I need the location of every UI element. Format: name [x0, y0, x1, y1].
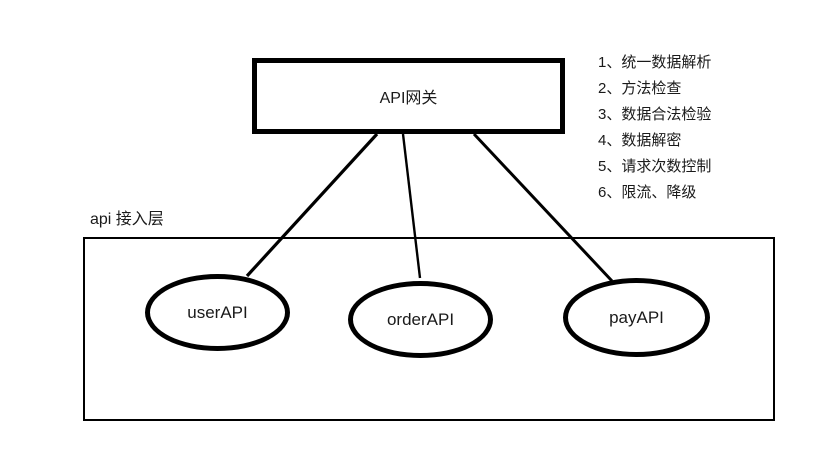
- node-payapi-label: payAPI: [609, 307, 664, 327]
- gateway-feature-list: 1、统一数据解析 2、方法检查 3、数据合法检验 4、数据解密 5、请求次数控制…: [598, 50, 711, 206]
- node-payapi: payAPI: [563, 278, 710, 357]
- feature-item-4: 4、数据解密: [598, 132, 682, 149]
- gateway-node: API网关: [252, 58, 565, 134]
- node-userapi-label: userAPI: [187, 302, 248, 322]
- feature-item-3: 3、数据合法检验: [598, 106, 712, 123]
- node-orderapi-label: orderAPI: [386, 309, 455, 329]
- node-userapi: userAPI: [145, 274, 290, 351]
- feature-item-5: 5、请求次数控制: [598, 158, 712, 175]
- access-layer-label: api 接入层: [90, 211, 164, 228]
- feature-item-1: 1、统一数据解析: [598, 54, 712, 71]
- gateway-node-label: API网关: [379, 90, 438, 107]
- node-orderapi: orderAPI: [348, 281, 493, 358]
- feature-item-2: 2、方法检查: [598, 80, 682, 97]
- feature-item-6: 6、限流、降级: [598, 184, 697, 201]
- access-layer-container: [83, 237, 775, 421]
